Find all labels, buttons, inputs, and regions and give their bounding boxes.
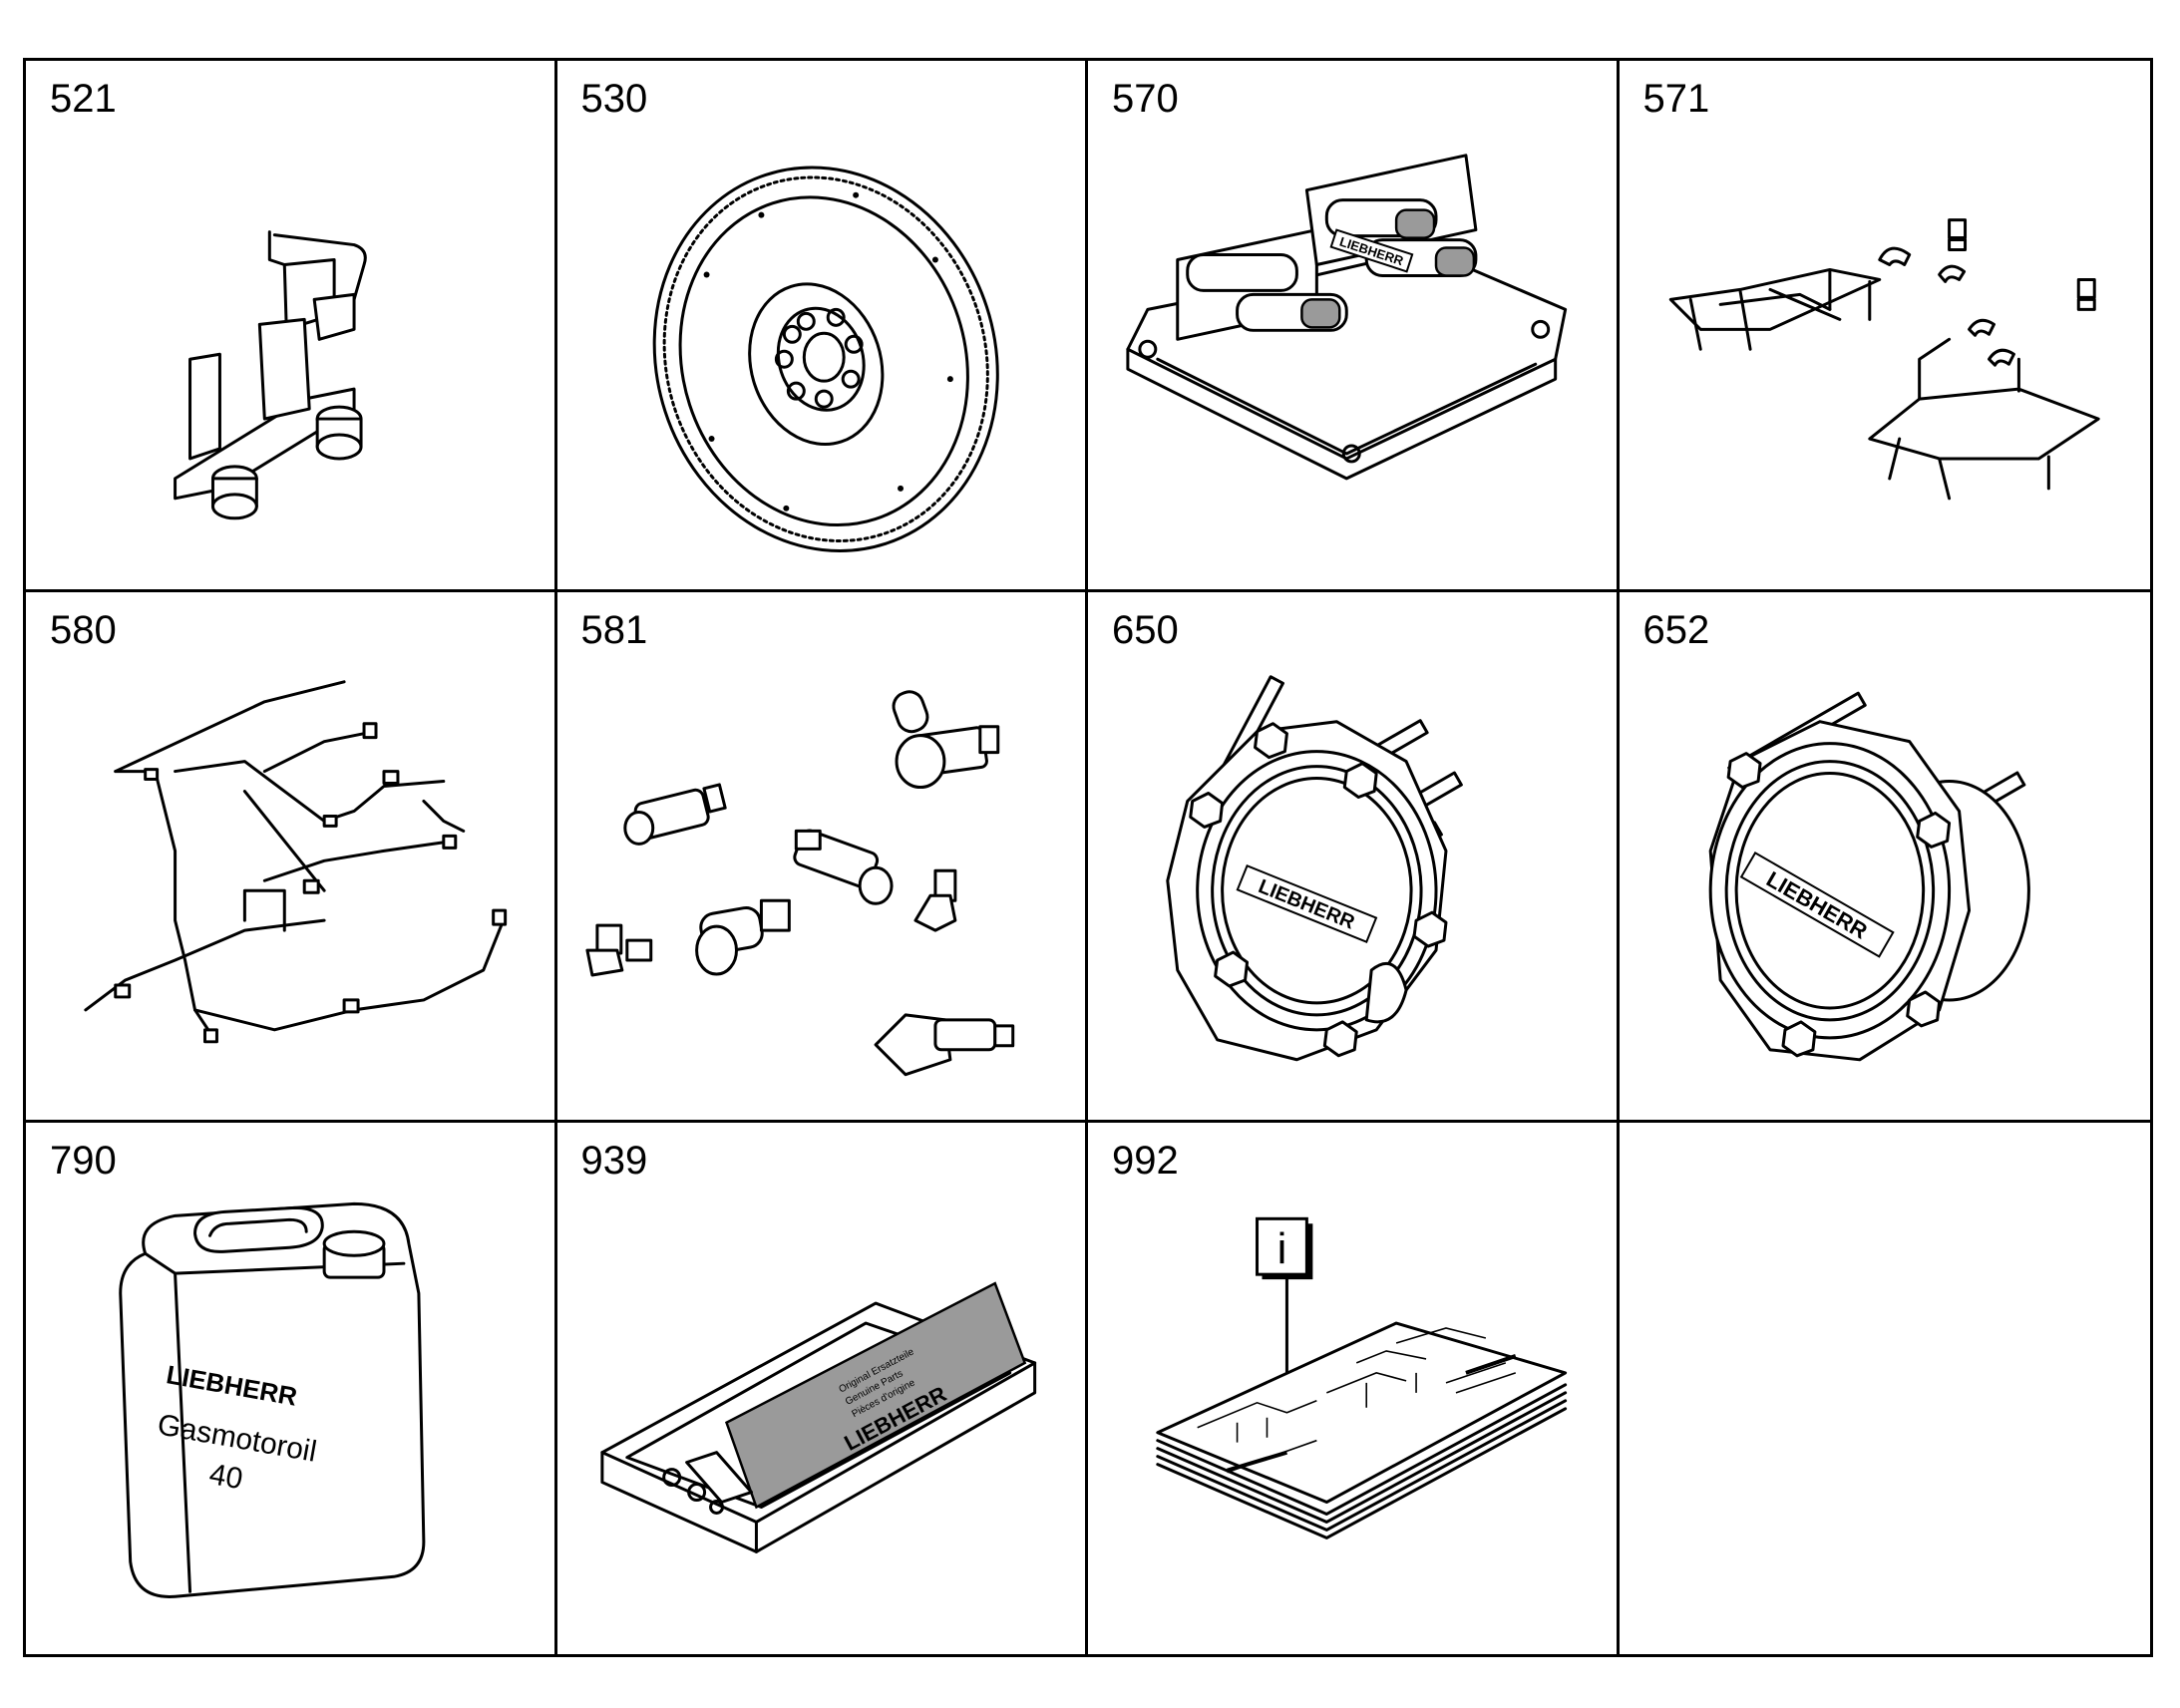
cell-939[interactable]: 939 Original Ersatzteile Genuine Parts P… — [557, 1123, 1088, 1654]
part-number: 650 — [1112, 607, 1179, 652]
cell-empty — [1620, 1123, 2151, 1654]
part-number: 790 — [50, 1139, 117, 1184]
cell-571[interactable]: 571 — [1619, 61, 2150, 592]
part-number: 580 — [50, 607, 117, 652]
info-icon-letter: i — [1277, 1225, 1287, 1274]
part-number: 570 — [1112, 77, 1179, 121]
part-number: 992 — [1112, 1139, 1179, 1184]
cell-650[interactable]: 650 LIEBHERR — [1088, 591, 1620, 1124]
mounting-frames-illustration — [1668, 218, 2100, 501]
cell-992[interactable]: 992 i — [1088, 1123, 1620, 1654]
flywheel-illustration — [652, 166, 999, 552]
part-number: 521 — [50, 77, 117, 121]
part-number: 939 — [580, 1139, 648, 1184]
cell-790[interactable]: 790 LIEBHERR Gasmotoroil 40 — [26, 1123, 557, 1654]
bracket-tool-illustration — [174, 230, 367, 520]
cell-521[interactable]: 521 — [26, 61, 557, 592]
cell-580[interactable]: 580 — [26, 591, 557, 1124]
cell-570[interactable]: 570 LIEBHERR — [1088, 61, 1620, 592]
oil-canister-illustration: LIEBHERR Gasmotoroil 40 — [119, 1202, 426, 1599]
hub-flange-large-illustration: LIEBHERR — [1708, 691, 2030, 1061]
cell-652[interactable]: 652 LIEBHERR — [1619, 592, 2150, 1124]
wiring-harness-illustration — [84, 679, 508, 1043]
parts-grid: 521 530 — [23, 58, 2153, 1657]
hub-flange-illustration: LIEBHERR — [1166, 674, 1463, 1061]
canister-label-line2: 40 — [206, 1458, 244, 1496]
cell-530[interactable]: 530 — [556, 61, 1088, 592]
part-number: 652 — [1642, 607, 1710, 652]
control-unit-illustration: LIEBHERR — [1126, 154, 1568, 481]
cell-581[interactable]: 581 — [556, 591, 1088, 1124]
part-number: 571 — [1642, 77, 1710, 121]
documentation-illustration: i — [1156, 1217, 1568, 1540]
part-number: 581 — [580, 607, 648, 652]
kit-box-illustration: Original Ersatzteile Genuine Parts Pièce… — [599, 1281, 1036, 1554]
part-number: 530 — [580, 77, 648, 121]
sensors-illustration — [584, 689, 1014, 1076]
